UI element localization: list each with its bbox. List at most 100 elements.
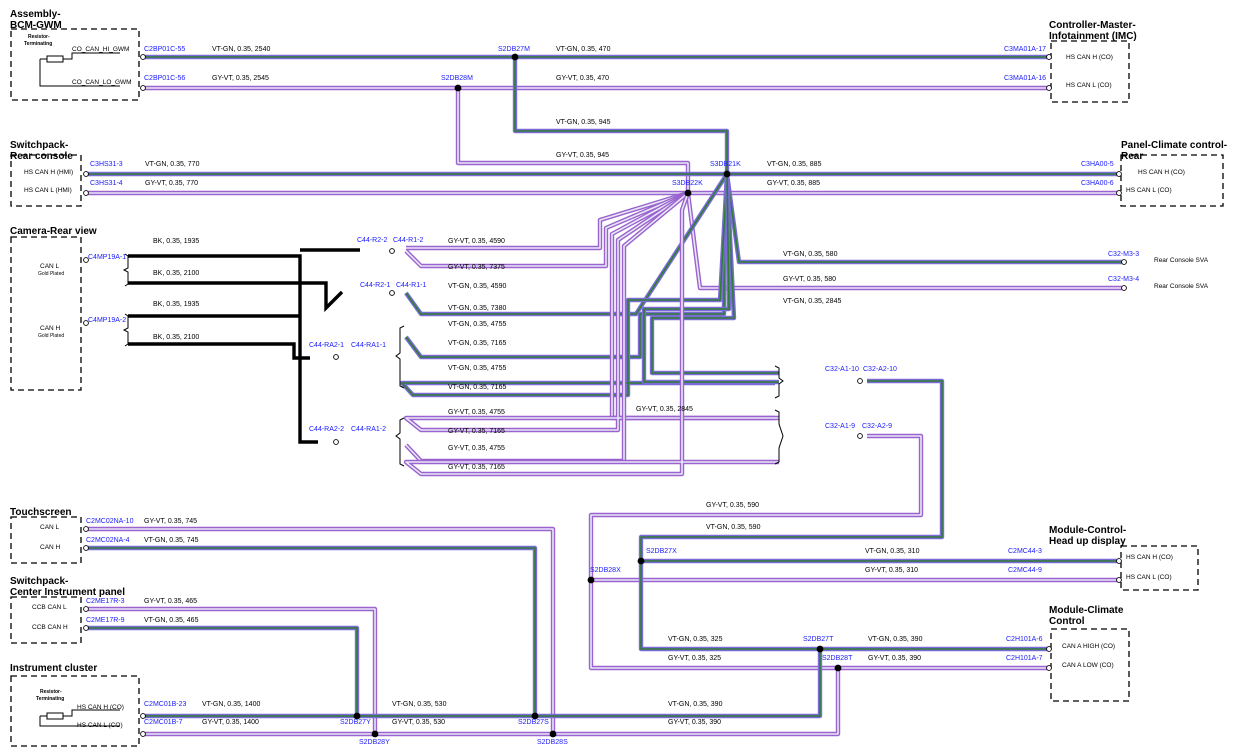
wire-label: GY-VT, 0.35, 390 bbox=[668, 719, 721, 726]
terminal-pin[interactable] bbox=[389, 290, 395, 296]
terminal-pin[interactable] bbox=[83, 526, 89, 532]
terminal-pin[interactable] bbox=[83, 320, 89, 326]
connector-label[interactable]: C2H101A-6 bbox=[1006, 636, 1043, 643]
connector-label[interactable]: C32-A1-10 bbox=[825, 366, 859, 373]
terminal-pin[interactable] bbox=[1116, 190, 1122, 196]
connector-label[interactable]: C2MC44-9 bbox=[1008, 567, 1042, 574]
wire-label: VT-GN, 0.35, 325 bbox=[668, 636, 723, 643]
camera-title: Camera-Rear view bbox=[10, 226, 97, 237]
wire-label: VT-GN, 0.35, 390 bbox=[868, 636, 923, 643]
splice-label[interactable]: S2DB27Y bbox=[340, 719, 371, 726]
connector-label[interactable]: C32-A2-9 bbox=[862, 423, 892, 430]
wire-label: VT-GN, 0.35, 945 bbox=[556, 119, 611, 126]
terminal-pin[interactable] bbox=[1116, 577, 1122, 583]
terminal-pin[interactable] bbox=[1121, 285, 1127, 291]
terminal-pin[interactable] bbox=[333, 439, 339, 445]
terminal-pin[interactable] bbox=[140, 54, 146, 60]
connector-label[interactable]: C3HS31-3 bbox=[90, 161, 123, 168]
swp-rear-title-2: Rear console bbox=[10, 151, 73, 162]
connector-label[interactable]: C32-M3-3 bbox=[1108, 251, 1139, 258]
wire-label: GY-VT, 0.35, 2845 bbox=[636, 406, 693, 413]
terminal-pin[interactable] bbox=[83, 257, 89, 263]
wire-vt-gn-core bbox=[651, 173, 779, 374]
terminal-pin[interactable] bbox=[83, 606, 89, 612]
camera-pin-l-sub: Gold Plated bbox=[38, 271, 64, 277]
terminal-pin[interactable] bbox=[1116, 171, 1122, 177]
terminal-pin[interactable] bbox=[1121, 259, 1127, 265]
connector-label[interactable]: C4MP19A-2 bbox=[88, 317, 126, 324]
connector-label[interactable]: C2MC02NA-4 bbox=[86, 537, 130, 544]
terminal-pin[interactable] bbox=[1046, 665, 1052, 671]
connector-label[interactable]: C3HA00-6 bbox=[1081, 180, 1114, 187]
splice-label[interactable]: S2DB27S bbox=[518, 719, 549, 726]
imc-title-2: Infotainment (IMC) bbox=[1049, 31, 1137, 42]
splice-dot bbox=[684, 189, 692, 197]
wire-vt-gn-core bbox=[726, 173, 1122, 263]
connector-label[interactable]: C44-RA1-1 bbox=[351, 342, 386, 349]
connector-label[interactable]: C2BP01C-55 bbox=[144, 46, 185, 53]
connector-label[interactable]: C44-RA2-1 bbox=[309, 342, 344, 349]
touch-pin-l: CAN L bbox=[40, 524, 60, 531]
connector-label[interactable]: C2ME17R-9 bbox=[86, 617, 125, 624]
terminal-pin[interactable] bbox=[1046, 85, 1052, 91]
terminal-pin[interactable] bbox=[333, 354, 339, 360]
terminal-pin[interactable] bbox=[857, 378, 863, 384]
wire-label: VT-GN, 0.35, 2540 bbox=[212, 46, 270, 53]
splice-label[interactable]: S2DB28S bbox=[537, 739, 568, 746]
hud-title-1: Module-Control- bbox=[1049, 525, 1126, 536]
splice-dot bbox=[511, 53, 519, 61]
terminal-pin[interactable] bbox=[140, 713, 146, 719]
connector-label[interactable]: C32-M3-4 bbox=[1108, 276, 1139, 283]
wire-label: GY-VT, 0.35, 2545 bbox=[212, 75, 269, 82]
connector-label[interactable]: C32-A2-10 bbox=[863, 366, 897, 373]
wire-label: VT-GN, 0.35, 745 bbox=[144, 537, 199, 544]
connector-label[interactable]: C2MC44-3 bbox=[1008, 548, 1042, 555]
splice-label[interactable]: S2DB28T bbox=[822, 655, 853, 662]
terminal-pin[interactable] bbox=[140, 85, 146, 91]
connector-label[interactable]: C44-R2-2 bbox=[357, 237, 387, 244]
connector-label[interactable]: C44-RA1-2 bbox=[351, 426, 386, 433]
connector-label[interactable]: C3MA01A-17 bbox=[1004, 46, 1046, 53]
connector-label[interactable]: C3MA01A-16 bbox=[1004, 75, 1046, 82]
connector-label[interactable]: C2MC01B-7 bbox=[144, 719, 183, 726]
connector-label[interactable]: C2MC02NA-10 bbox=[86, 518, 134, 525]
splice-label[interactable]: S2DB28X bbox=[590, 567, 621, 574]
terminal-pin[interactable] bbox=[83, 171, 89, 177]
connector-label[interactable]: C2H101A-7 bbox=[1006, 655, 1043, 662]
connector-label[interactable]: C3HS31-4 bbox=[90, 180, 123, 187]
connector-label[interactable]: C44-R1-1 bbox=[396, 282, 426, 289]
connector-label[interactable]: C2BP01C-56 bbox=[144, 75, 185, 82]
connector-label[interactable]: C32-A1-9 bbox=[825, 423, 855, 430]
terminal-pin[interactable] bbox=[1116, 558, 1122, 564]
splice-label[interactable]: S2DB27M bbox=[498, 46, 530, 53]
terminal-pin[interactable] bbox=[83, 190, 89, 196]
connector-label[interactable]: C4MP19A-1 bbox=[88, 254, 126, 261]
terminal-pin[interactable] bbox=[1046, 646, 1052, 652]
splice-label[interactable]: S2DB28Y bbox=[359, 739, 390, 746]
connector-label[interactable]: C44-RA2-2 bbox=[309, 426, 344, 433]
swp-center-pin-l: CCB CAN L bbox=[32, 604, 67, 611]
connector-label[interactable]: C44-R1-2 bbox=[393, 237, 423, 244]
terminal-pin[interactable] bbox=[83, 625, 89, 631]
terminal-pin[interactable] bbox=[83, 545, 89, 551]
wire-vt-gn bbox=[86, 545, 538, 716]
connector-label[interactable]: C2ME17R-3 bbox=[86, 598, 125, 605]
splice-label[interactable]: S3DB21K bbox=[710, 161, 741, 168]
splice-label[interactable]: S2DB27T bbox=[803, 636, 834, 643]
component-pins: Resistor- Terminating CO_CAN_HI_GWM CO_C… bbox=[24, 34, 1185, 729]
terminal-pin[interactable] bbox=[389, 248, 395, 254]
splice-label[interactable]: S3DB22K bbox=[672, 180, 703, 187]
connector-label[interactable]: C2MC01B-23 bbox=[144, 701, 187, 708]
terminal-pin[interactable] bbox=[140, 731, 146, 737]
wire-label: VT-GN, 0.35, 4755 bbox=[448, 365, 506, 372]
component-titles: Assembly- BCM-GWM Controller-Master- Inf… bbox=[10, 9, 1227, 674]
splice-label[interactable]: S2DB28M bbox=[441, 75, 473, 82]
connector-label[interactable]: C3HA00-5 bbox=[1081, 161, 1114, 168]
terminal-pin[interactable] bbox=[857, 433, 863, 439]
climate-pin-high: CAN A HIGH (CO) bbox=[1062, 643, 1115, 650]
splice-label[interactable]: S2DB27X bbox=[646, 548, 677, 555]
wire-label: GY-VT, 0.35, 590 bbox=[706, 502, 759, 509]
connector-label[interactable]: C44-R2-1 bbox=[360, 282, 390, 289]
terminal-pin[interactable] bbox=[1046, 54, 1052, 60]
